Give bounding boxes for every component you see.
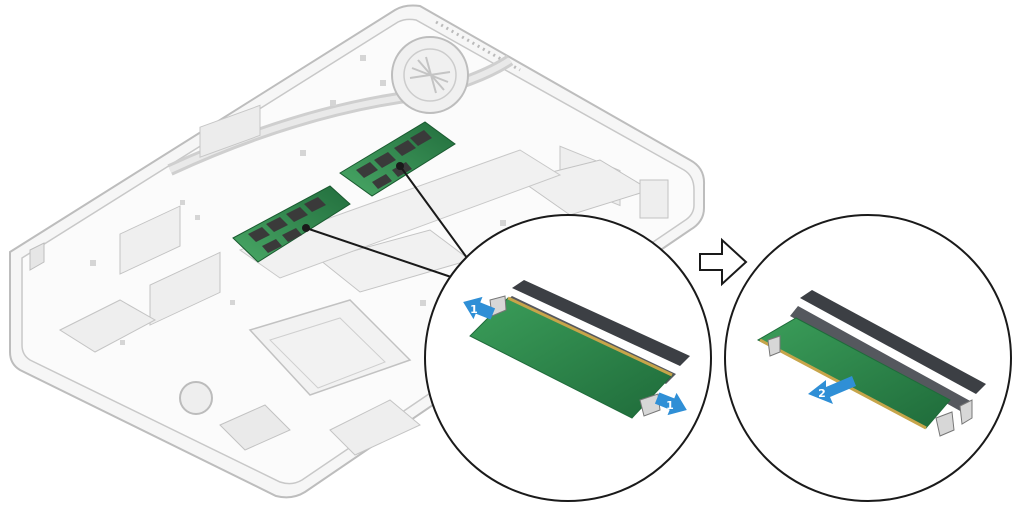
callout-1-right: 1	[666, 399, 674, 412]
memory-module-b	[339, 121, 456, 197]
callout-2: 2	[818, 387, 826, 400]
next-step-arrow	[699, 237, 748, 287]
fan	[391, 36, 469, 114]
leader-lines	[302, 162, 471, 281]
memory-module-a	[232, 185, 351, 263]
detail-circle-step-1: 1 1	[424, 214, 712, 502]
arrow-spread-left: 1	[463, 296, 496, 320]
arrow-spread-right: 1	[654, 392, 687, 416]
detail-circle-step-2: 2	[724, 214, 1012, 502]
arrow-pull-out: 2	[808, 376, 856, 404]
memory-chips-a	[248, 197, 326, 253]
callout-1-left: 1	[470, 303, 478, 316]
memory-chips-b	[356, 130, 432, 189]
